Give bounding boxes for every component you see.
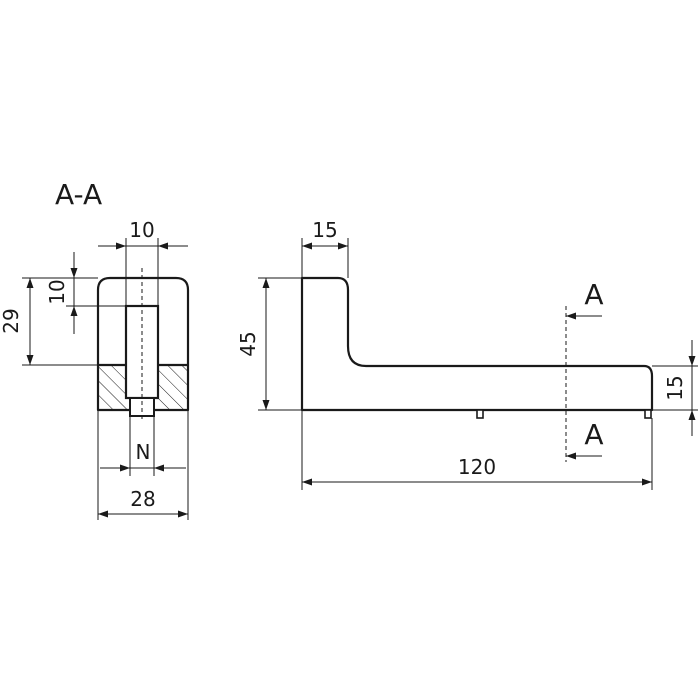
- dim-upright-width-label: 15: [312, 218, 337, 242]
- section-thread-insert: [129, 397, 155, 417]
- side-view-foot-middle: [476, 409, 484, 419]
- side-view-foot-right: [644, 409, 652, 419]
- section-title: A-A: [55, 178, 102, 211]
- side-view-outline: [300, 276, 654, 412]
- dim-top-width-label: 10: [129, 218, 154, 242]
- section-view-a-a: A-A 10 29 10 N: [0, 178, 190, 520]
- side-view: A A 15 45 15 120: [236, 218, 698, 490]
- dim-height-total-label: 29: [0, 308, 23, 333]
- dim-thread-label: N: [136, 440, 151, 464]
- dim-bottom-width-label: 28: [130, 487, 155, 511]
- section-mark-bottom: A: [584, 418, 603, 451]
- section-mark-top: A: [584, 278, 603, 311]
- dim-total-length-label: 120: [458, 455, 496, 479]
- dim-arm-height-label: 15: [663, 375, 687, 400]
- dim-total-height-label: 45: [236, 331, 260, 356]
- section-outline: [96, 276, 190, 412]
- dim-height-upper-label: 10: [45, 279, 69, 304]
